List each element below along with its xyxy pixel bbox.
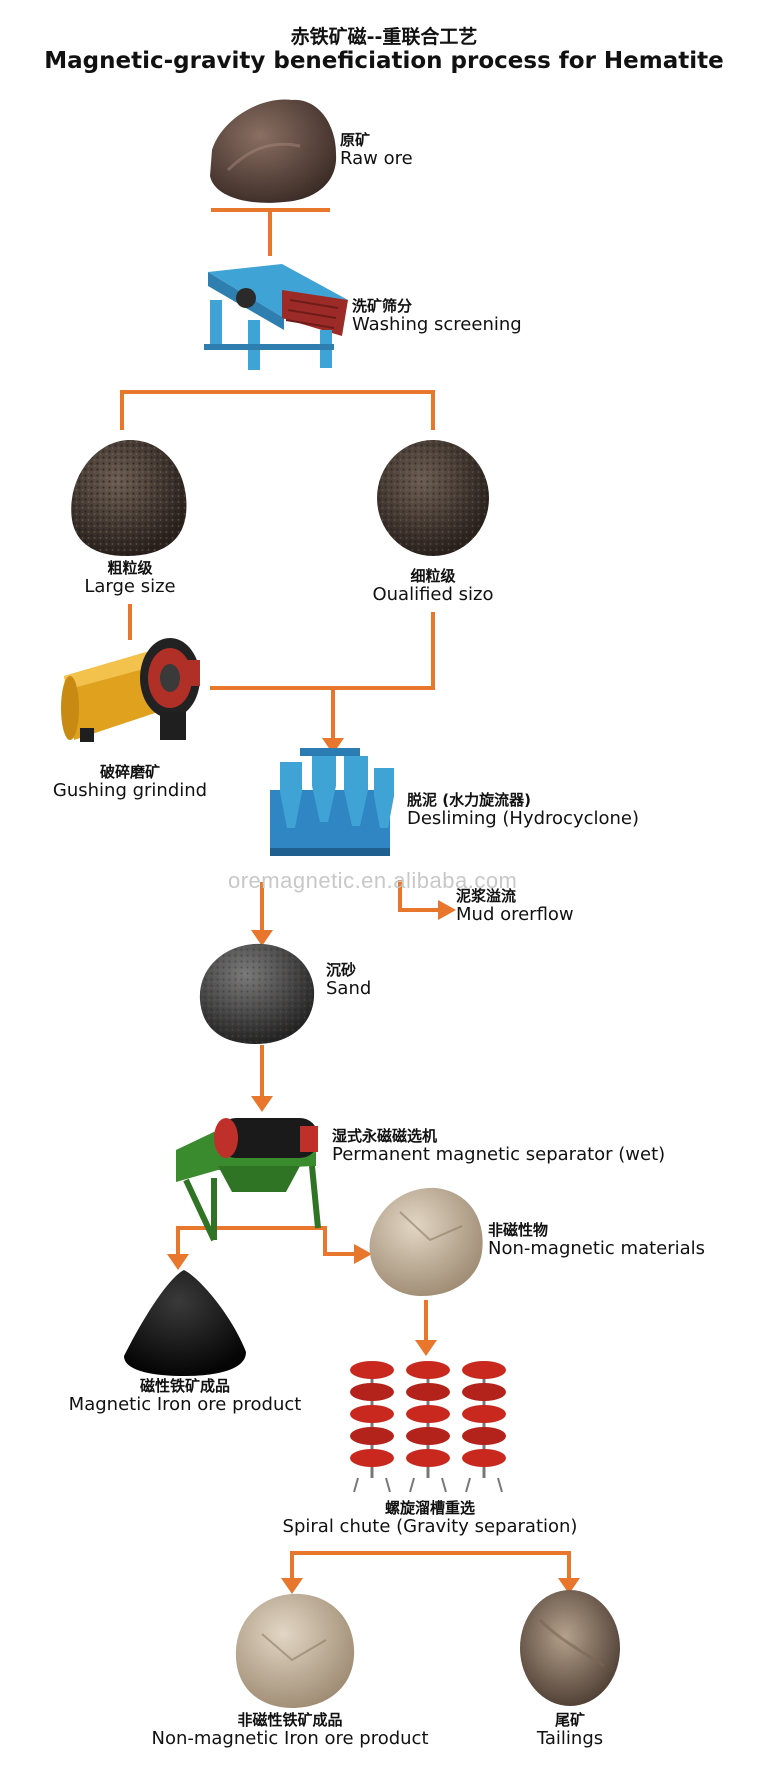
ball-mill-icon <box>61 638 200 742</box>
watermark: oremagnetic.en.alibaba.com <box>228 868 518 893</box>
label-spiral-chute-en: Spiral chute (Gravity separation) <box>282 1516 578 1538</box>
coarse-ore-pile-icon <box>71 440 187 556</box>
label-non-magnetic-cn: 非磁性物 <box>488 1221 549 1239</box>
fine-ore-pile-icon <box>377 440 489 556</box>
magnetic-separator-icon <box>176 1118 321 1242</box>
label-non-magnetic-product-en: Non-magnetic Iron ore product <box>151 1728 429 1750</box>
label-non-magnetic-en: Non-magnetic materials <box>488 1238 706 1260</box>
label-mud-overflow-en: Mud orerflow <box>456 904 574 926</box>
arrowhead-right-nonmag <box>354 1244 372 1264</box>
label-spiral-chute-cn: 螺旋溜槽重选 <box>384 1499 475 1517</box>
raw-ore-rock-icon <box>210 99 337 203</box>
spiral-chute-3 <box>462 1361 506 1493</box>
arrowhead-right-overflow <box>438 900 456 920</box>
spiral-chute-icon <box>350 1361 506 1493</box>
label-sand-en: Sand <box>326 978 372 1000</box>
spiral-chute-2 <box>406 1361 450 1493</box>
label-magnetic-separator: 湿式永磁磁选机 Permanent magnetic separator (we… <box>332 1127 666 1166</box>
black-powder-pile-icon <box>124 1270 246 1376</box>
label-mud-overflow: 泥浆溢流 Mud orerflow <box>456 887 574 926</box>
label-spiral-chute: 螺旋溜槽重选 Spiral chute (Gravity separation) <box>270 1499 590 1538</box>
flow-lines <box>120 208 571 1578</box>
arrowhead-down-sand <box>251 930 273 946</box>
label-large-size-en: Large size <box>84 576 176 598</box>
label-washing-screening-cn: 洗矿筛分 <box>352 297 413 315</box>
label-qualified-size: 细粒级 Oualified sizo <box>343 567 523 606</box>
label-washing-screening: 洗矿筛分 Washing screening <box>352 297 522 336</box>
label-sand: 沉砂 Sand <box>326 961 372 1000</box>
light-rock-icon <box>369 1187 483 1296</box>
label-sand-cn: 沉砂 <box>326 961 357 979</box>
label-magnetic-separator-cn: 湿式永磁磁选机 <box>332 1127 438 1145</box>
label-large-size-cn: 粗粒级 <box>107 559 153 577</box>
label-magnetic-product: 磁性铁矿成品 Magnetic Iron ore product <box>50 1377 320 1416</box>
label-non-magnetic-product-cn: 非磁性铁矿成品 <box>237 1711 343 1729</box>
flow-fine-to-join <box>210 612 435 690</box>
label-tailings-cn: 尾矿 <box>554 1711 585 1729</box>
label-non-magnetic: 非磁性物 Non-magnetic materials <box>488 1221 706 1260</box>
hydrocyclone-icon <box>270 748 394 856</box>
label-large-size: 粗粒级 Large size <box>40 559 220 598</box>
flow-cyclone-to-overflow <box>398 880 440 912</box>
label-qualified-size-en: Oualified sizo <box>372 584 494 606</box>
label-magnetic-separator-en: Permanent magnetic separator (wet) <box>332 1144 666 1166</box>
flow-arrowheads <box>167 738 580 1594</box>
arrowhead-down-tailings <box>558 1578 580 1594</box>
label-grinding-cn: 破碎磨矿 <box>99 763 160 781</box>
label-raw-ore-cn: 原矿 <box>340 131 371 149</box>
label-magnetic-product-en: Magnetic Iron ore product <box>68 1394 302 1416</box>
flow-separator-split <box>176 1226 356 1256</box>
label-magnetic-product-cn: 磁性铁矿成品 <box>139 1377 230 1395</box>
label-raw-ore: 原矿 Raw ore <box>340 131 413 170</box>
label-desliming-cn: 脱泥 (水力旋流器) <box>407 791 531 809</box>
label-grinding-en: Gushing grindind <box>52 780 208 802</box>
label-qualified-size-cn: 细粒级 <box>410 567 456 585</box>
flow-spiral-split <box>290 1551 571 1578</box>
label-mud-overflow-cn: 泥浆溢流 <box>456 887 517 905</box>
label-tailings-en: Tailings <box>536 1728 604 1750</box>
sand-pile-icon <box>199 943 315 1044</box>
label-grinding: 破碎磨矿 Gushing grindind <box>30 763 230 802</box>
non-magnetic-product-rock-icon <box>235 1593 355 1708</box>
title-chinese: 赤铁矿磁--重联合工艺 <box>290 26 478 48</box>
spiral-chute-1 <box>350 1361 394 1493</box>
label-raw-ore-en: Raw ore <box>340 148 413 170</box>
tailings-rock-icon <box>520 1590 620 1706</box>
arrowhead-down-magnetic <box>167 1254 189 1270</box>
arrowhead-down-separator <box>251 1096 273 1112</box>
label-desliming: 脱泥 (水力旋流器) Desliming (Hydrocyclone) <box>407 791 640 830</box>
title-english: Magnetic-gravity beneficiation process f… <box>44 48 724 74</box>
vibrating-screen-icon <box>204 264 348 370</box>
arrowhead-down-cyclone <box>322 738 344 754</box>
label-tailings: 尾矿 Tailings <box>510 1711 630 1750</box>
label-washing-screening-en: Washing screening <box>352 314 522 336</box>
arrowhead-down-nonmag-product <box>281 1578 303 1594</box>
label-non-magnetic-product: 非磁性铁矿成品 Non-magnetic Iron ore product <box>140 1711 440 1750</box>
label-desliming-en: Desliming (Hydrocyclone) <box>407 808 640 830</box>
arrowhead-down-spiral <box>415 1340 437 1356</box>
flow-screen-split <box>120 390 435 430</box>
